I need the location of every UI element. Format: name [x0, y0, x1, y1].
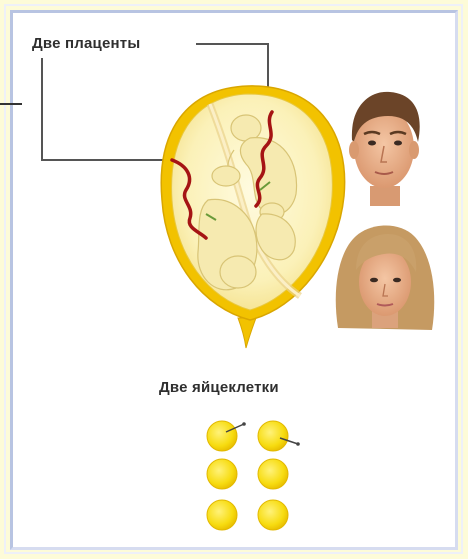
- label-two-placentas: Две плаценты: [32, 35, 140, 52]
- egg-cell-icon: [207, 500, 237, 530]
- egg-cells-group: [207, 421, 300, 530]
- egg-cell-icon: [258, 459, 288, 489]
- uterus-illustration: [161, 86, 344, 348]
- male-face-icon: [349, 92, 420, 206]
- callout-line-left: [42, 58, 172, 160]
- egg-cell-icon: [207, 421, 246, 451]
- egg-cell-icon: [258, 421, 300, 451]
- egg-cell-icon: [207, 459, 237, 489]
- egg-cell-icon: [258, 500, 288, 530]
- label-two-eggs: Две яйцеклетки: [159, 379, 279, 396]
- female-face-icon: [336, 226, 435, 331]
